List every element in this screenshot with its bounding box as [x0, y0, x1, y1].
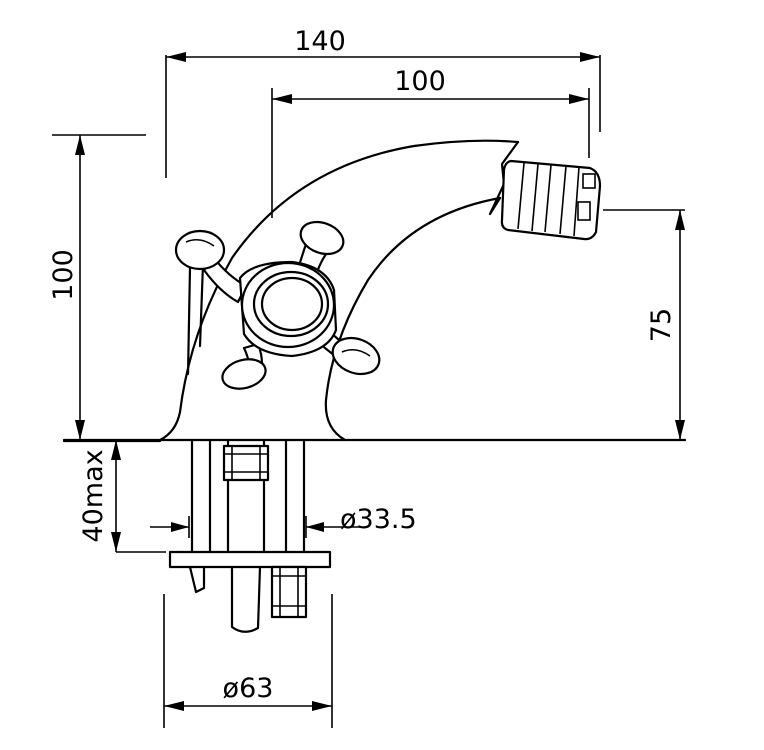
dimension-height: 100 [48, 134, 146, 440]
dimension-label-base-diameter: ø63 [223, 673, 274, 704]
dimension-label-140: 140 [294, 26, 346, 57]
dimension-base-diameter: ø63 [163, 594, 333, 728]
dimension-overall-width: 140 [165, 26, 601, 178]
spray-head [500, 159, 602, 241]
under-deck-fittings [168, 438, 332, 633]
dimension-outlet-height: 75 [603, 209, 685, 440]
dimension-label-40max: 40max [78, 449, 109, 542]
dimension-label-100-reach: 100 [394, 66, 446, 97]
cross-handle [174, 220, 381, 390]
dimension-spout-reach: 100 [271, 66, 590, 218]
dimension-deck-thickness: 40max [78, 440, 166, 553]
dimension-label-shank-diameter: ø33.5 [340, 504, 417, 535]
deck-line [62, 438, 687, 443]
dimension-label-75: 75 [646, 308, 677, 342]
dimension-shank-diameter: ø33.5 [150, 504, 417, 538]
dimension-label-100-height: 100 [48, 249, 79, 301]
mixer-body [158, 139, 520, 442]
pop-up-rod [186, 262, 205, 376]
